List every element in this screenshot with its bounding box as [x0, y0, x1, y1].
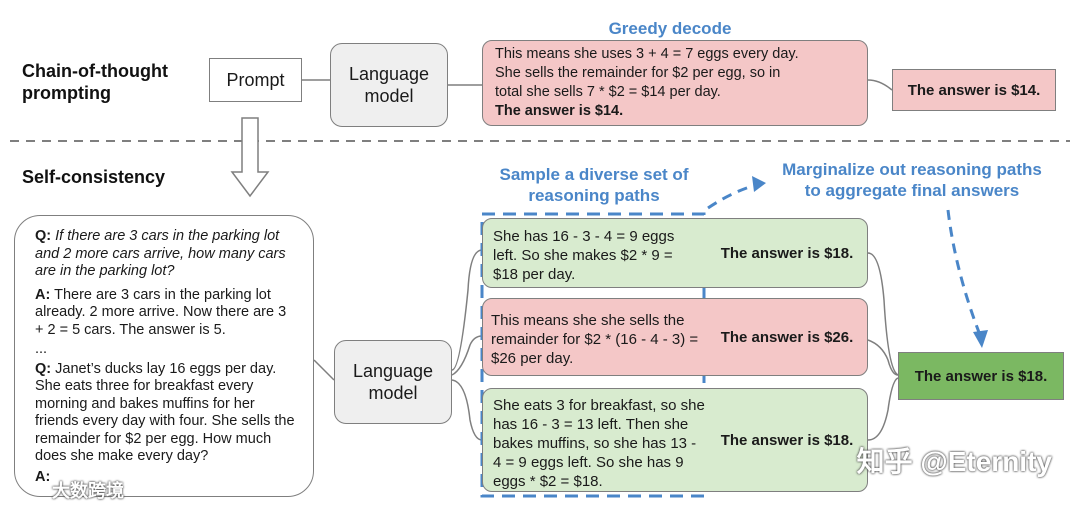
down-hollow-arrow — [230, 117, 270, 198]
path-2-answer-text: The answer is $26. — [720, 328, 854, 346]
sample-paths-label: Sample a diverse set of reasoning paths — [499, 165, 689, 205]
path-1-reasoning: She has 16 - 3 - 4 = 9 eggs left. So she… — [493, 228, 675, 283]
question-2: Q: Janet’s ducks lay 16 eggs per day. Sh… — [35, 361, 297, 466]
path-3-answer: The answer is $18. — [707, 389, 867, 491]
connector-question-lm — [313, 359, 335, 381]
ellipsis: ... — [35, 341, 48, 357]
path-2-reasoning: This means she she sells the remainder f… — [491, 312, 699, 367]
marginalize-label: Marginalize out reasoning paths to aggre… — [782, 160, 1042, 200]
connector-reasoning-answer — [867, 79, 893, 91]
prompt-box: Prompt — [209, 58, 302, 102]
prompt-label: Prompt — [226, 69, 285, 90]
final-dashed-arrow — [946, 209, 982, 336]
final-arrow-head — [973, 330, 988, 348]
lm-label-top: Language model — [348, 64, 430, 106]
connector-path2-final — [867, 339, 899, 376]
connector-lm-path2 — [451, 335, 483, 376]
connector-path1-final — [867, 252, 899, 376]
question-box: Q: If there are 3 cars in the parking lo… — [14, 215, 314, 497]
language-model-bottom: Language model — [334, 340, 452, 424]
watermark-left: 大数跨境 — [52, 481, 124, 501]
q1-prefix: Q: — [35, 228, 52, 244]
a1-text: There are 3 cars in the parking lot alre… — [35, 286, 287, 338]
connector-path3-final — [867, 377, 899, 441]
greedy-decode-label: Greedy decode — [608, 19, 732, 38]
greedy-answer-box: The answer is $14. — [892, 69, 1056, 111]
a1-prefix: A: — [35, 286, 51, 303]
path-3-box: She eats 3 for breakfast, so she has 16 … — [482, 388, 868, 492]
language-model-top: Language model — [330, 43, 448, 127]
path-2-answer: The answer is $26. — [707, 299, 867, 375]
greedy-answer-text: The answer is $14. — [907, 81, 1041, 99]
chain-of-thought-title: Chain-of-thought prompting — [22, 61, 168, 103]
greedy-line-answer: The answer is $14. — [495, 103, 624, 119]
answer-1: A: There are 3 cars in the parking lot a… — [35, 287, 297, 340]
final-answer-box: The answer is $18. — [898, 352, 1064, 400]
path-2-box: This means she she sells the remainder f… — [482, 298, 868, 376]
marginalize-arrow-head — [752, 176, 766, 192]
self-consistency-title: Self-consistency — [22, 167, 166, 187]
path-1-answer: The answer is $18. — [707, 219, 867, 287]
connector-lm-path3 — [451, 379, 483, 441]
greedy-line-2: She sells the remainder for $2 per egg, … — [495, 65, 781, 81]
final-answer-text: The answer is $18. — [914, 367, 1048, 385]
watermark-right: 知乎 @Eternity — [856, 446, 1052, 477]
greedy-reasoning-box: This means she uses 3 + 4 = 7 eggs every… — [482, 40, 868, 126]
greedy-line-1: This means she uses 3 + 4 = 7 eggs every… — [495, 46, 799, 62]
path-3-answer-text: The answer is $18. — [720, 431, 854, 449]
path-1-answer-text: The answer is $18. — [720, 244, 854, 262]
q1-text: If there are 3 cars in the parking lot a… — [35, 228, 286, 279]
path-1-box: She has 16 - 3 - 4 = 9 eggs left. So she… — [482, 218, 868, 288]
a2-prefix: A: — [35, 468, 51, 485]
greedy-line-3: total she sells 7 * $2 = $14 per day. — [495, 84, 721, 100]
answer-2: A: — [35, 469, 297, 487]
lm-label-bottom: Language model — [352, 361, 434, 403]
path-3-reasoning: She eats 3 for breakfast, so she has 16 … — [493, 397, 705, 490]
q2-text: Janet’s ducks lay 16 eggs per day. She e… — [35, 360, 295, 465]
connector-lm-path1 — [451, 249, 483, 371]
question-1: Q: If there are 3 cars in the parking lo… — [35, 228, 297, 281]
q2-prefix: Q: — [35, 360, 52, 377]
